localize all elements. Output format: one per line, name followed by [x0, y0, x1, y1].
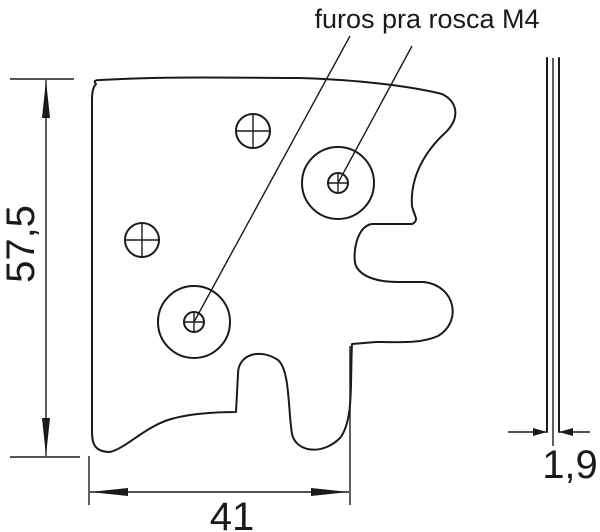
- hole-upper: [235, 113, 271, 149]
- side-view: [546, 57, 560, 433]
- hole-left: [124, 222, 160, 258]
- thickness-dimension-value: 1,9: [542, 443, 598, 487]
- width-dimension: [88, 346, 351, 505]
- leader-line-upper: [337, 45, 413, 184]
- width-dimension-value: 41: [210, 495, 255, 532]
- height-dimension: [10, 78, 80, 458]
- plate-outline: [91, 76, 457, 453]
- leader-line-lower: [193, 35, 351, 323]
- threaded-hole-m4-lower: [157, 285, 231, 359]
- note-label: furos pra rosca M4: [314, 4, 539, 34]
- thickness-dimension: [508, 428, 590, 446]
- height-dimension-value: 57,5: [0, 205, 43, 283]
